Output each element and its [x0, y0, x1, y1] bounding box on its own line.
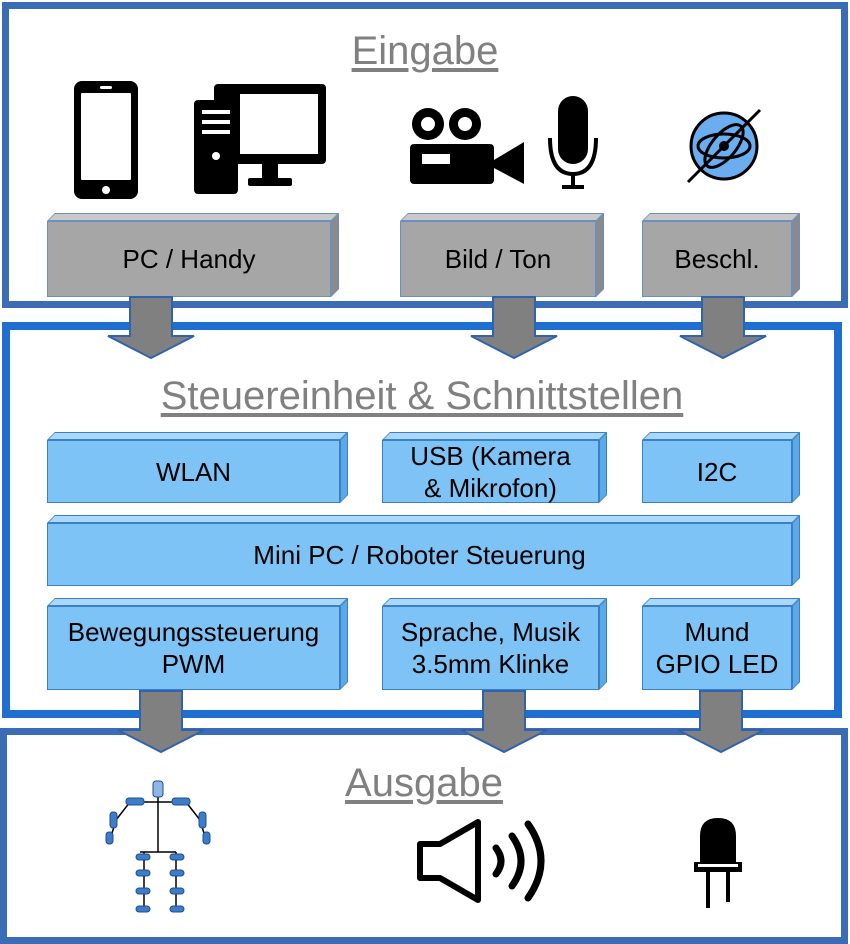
smartphone-icon	[74, 81, 138, 199]
audio-label-line2: 3.5mm Klinke	[411, 649, 570, 679]
input-box-bild-ton-label: Bild / Ton	[400, 221, 596, 297]
arrow-down-icon	[679, 296, 767, 360]
i2c-label: I2C	[642, 440, 792, 503]
mouth-label-line2: GPIO LED	[655, 649, 779, 679]
input-box-beschl: Beschl.	[642, 213, 800, 297]
i2c-box: I2C	[642, 432, 800, 503]
speaker-icon	[417, 819, 545, 903]
mouth-led-box: Mund GPIO LED	[642, 598, 800, 690]
motion-label-line2: PWM	[161, 649, 226, 679]
led-icon	[694, 818, 742, 908]
wlan-label: WLAN	[47, 440, 340, 503]
robot-skeleton-icon	[105, 780, 211, 913]
mini-pc-box: Mini PC / Roboter Steuerung	[47, 515, 800, 586]
mouth-label-line1: Mund	[684, 617, 750, 647]
usb-label-line1: USB (Kamera	[410, 440, 571, 471]
output-panel-title: Ausgabe	[345, 761, 503, 805]
input-box-bild-ton: Bild / Ton	[400, 213, 604, 297]
wlan-box: WLAN	[47, 432, 348, 503]
gyroscope-icon	[686, 108, 762, 184]
arrow-down-icon	[117, 690, 205, 754]
arrow-down-icon	[470, 296, 558, 360]
input-panel-title: Eingabe	[351, 29, 499, 73]
arrow-down-icon	[460, 690, 548, 754]
input-box-pc-handy-label: PC / Handy	[47, 221, 331, 297]
input-box-beschl-label: Beschl.	[642, 221, 792, 297]
usb-box: USB (Kamera & Mikrofon)	[382, 432, 607, 503]
motion-control-box: Bewegungssteuerung PWM	[47, 598, 348, 690]
motion-label-line1: Bewegungssteuerung	[67, 617, 320, 647]
input-box-pc-handy: PC / Handy	[47, 213, 339, 297]
microphone-icon	[548, 96, 598, 189]
video-camera-icon	[410, 108, 524, 184]
mini-pc-label: Mini PC / Roboter Steuerung	[47, 523, 792, 586]
arrow-down-icon	[107, 296, 195, 360]
control-panel-title: Steuereinheit & Schnittstellen	[160, 374, 684, 418]
arrow-down-icon	[677, 690, 765, 754]
audio-box: Sprache, Musik 3.5mm Klinke	[382, 598, 607, 690]
usb-label-line2: & Mikrofon)	[424, 472, 557, 503]
audio-label-line1: Sprache, Musik	[400, 617, 581, 647]
desktop-computer-icon	[194, 84, 326, 194]
